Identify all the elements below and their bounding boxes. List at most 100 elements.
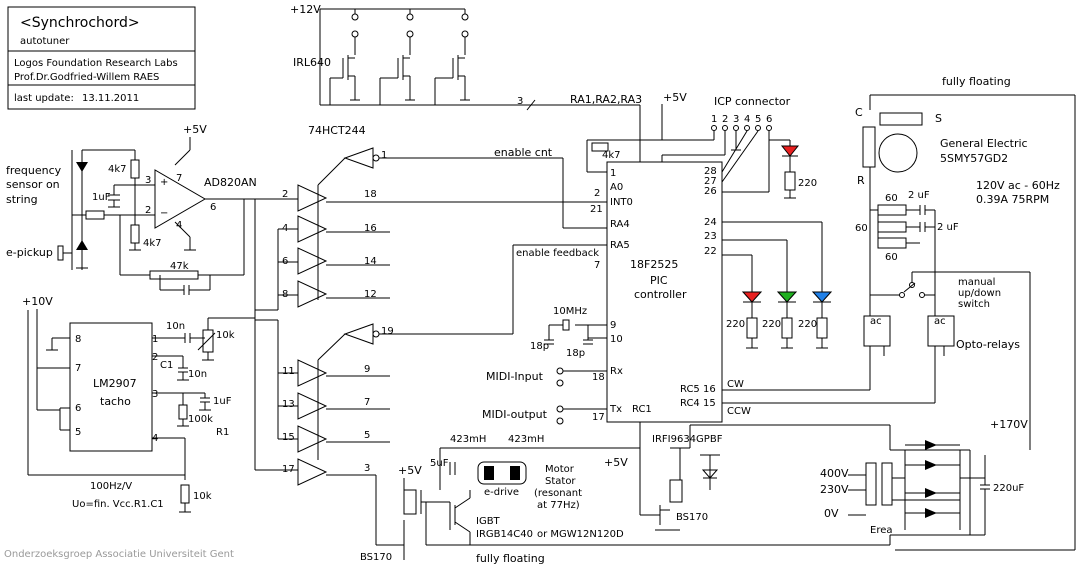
motor-stator-label: Stator <box>545 476 576 487</box>
bs170-b-label: BS170 <box>676 512 708 523</box>
pic-sub1: PIC <box>650 274 668 287</box>
ac1-label: ac <box>870 316 882 327</box>
connector-terminal <box>351 30 359 38</box>
pic-pin: 7 <box>594 260 600 271</box>
pic-pin: 28 <box>704 166 717 177</box>
icp-pin: 6 <box>766 114 772 125</box>
lm-pin: 1 <box>152 334 158 345</box>
pic-pin: 9 <box>610 320 616 331</box>
igbt-label-1: IGBT <box>476 516 501 527</box>
v0-label: 0V <box>824 507 839 520</box>
tacho-label: tacho <box>100 395 131 408</box>
buffer-pin: 12 <box>364 289 377 300</box>
c-label: C <box>855 106 863 119</box>
hct244-label: 74HCT244 <box>308 124 366 137</box>
r47k-label: 47k <box>170 261 189 272</box>
pic-pin: 21 <box>590 204 603 215</box>
pickup-coil-icon <box>57 245 64 261</box>
pic-pin: RC1 <box>632 404 652 415</box>
buffer-pin: 11 <box>282 366 295 377</box>
led-green-icon <box>776 291 798 303</box>
r220-led: 220 <box>726 319 745 330</box>
midi-in-label: MIDI-Input <box>486 370 544 383</box>
led-blue-icon <box>811 291 833 303</box>
pic-pin: A0 <box>610 182 623 193</box>
r220-led: 220 <box>798 319 817 330</box>
hct244-buffers: 74HCT244 1 enable cnt 2 4 6 8 18 16 14 1… <box>254 124 607 486</box>
pic-pin: 23 <box>704 231 717 242</box>
opamp-pin: 3 <box>145 175 151 186</box>
midi-section: MIDI-Input MIDI-output <box>482 367 607 425</box>
motor-stator-label: at 77Hz) <box>537 500 580 511</box>
c1-label: C1 <box>160 360 173 371</box>
r60-c-label: 60 <box>885 252 898 263</box>
connector-terminal <box>461 13 469 21</box>
manual-switch-label: switch <box>958 299 990 310</box>
v400-label: 400V <box>820 467 849 480</box>
bus-count-label: 3 <box>517 96 523 107</box>
buffer-pin: 15 <box>282 432 295 443</box>
lm2907-label: LM2907 <box>93 377 137 390</box>
pic-controller: 18F2525 PIC controller 1 A0 2 INT0 21 RA… <box>590 161 723 423</box>
pic-pin: 1 <box>610 168 616 179</box>
v230-label: 230V <box>820 483 849 496</box>
ac2-label: ac <box>934 316 946 327</box>
icp-connector: +5V ICP connector 1 2 3 4 5 6 4k7 <box>586 91 817 199</box>
icp-connector-label: ICP connector <box>714 95 791 108</box>
drive-coil-icon <box>477 461 527 485</box>
motor-winding-r-icon <box>862 126 876 168</box>
c18p-b-label: 18p <box>566 348 585 359</box>
title-block: <Synchrochord> autotuner Logos Foundatio… <box>7 6 196 110</box>
c10n-a-label: 10n <box>166 321 185 332</box>
lab-text: Logos Foundation Research Labs <box>14 58 178 69</box>
icp-pin: 2 <box>722 114 728 125</box>
motor-section: fully floating C S R General Electric 5S… <box>722 75 1076 550</box>
pic-pin: 18 <box>592 372 605 383</box>
connector-terminal <box>406 13 414 21</box>
author-text: Prof.Dr.Godfried-Willem RAES <box>14 72 159 83</box>
motor-icon <box>878 133 918 173</box>
icp-pin: 1 <box>711 114 717 125</box>
lm-pin: 6 <box>75 403 81 414</box>
r220-led: 220 <box>762 319 781 330</box>
pic-pin: 24 <box>704 217 717 228</box>
icp-pin: 3 <box>733 114 739 125</box>
opto-relay-icon <box>863 315 891 347</box>
opto-relay-icon <box>927 315 955 347</box>
v10-label: +10V <box>22 295 53 308</box>
pic-name: 18F2525 <box>630 258 678 271</box>
r60-b-label: 60 <box>855 223 868 234</box>
pot-icon <box>202 329 214 353</box>
transformer-secondary-icon <box>881 462 893 506</box>
freq-sensor-label: frequency <box>6 164 62 177</box>
pic-pin: 10 <box>610 334 623 345</box>
buffer-pin: 13 <box>282 399 295 410</box>
irl640-section: +12V <box>290 3 642 162</box>
c1uf-label: 1uF <box>92 192 111 203</box>
r100k-label: 100k <box>188 414 213 425</box>
igbt-label-2: IRGB14C40 <box>476 529 533 540</box>
fully-floating-top: fully floating <box>942 75 1011 88</box>
v5-bs-label: +5V <box>398 464 422 477</box>
transformer-primary-icon <box>865 462 877 506</box>
pic-pin: INT0 <box>610 197 633 208</box>
pic-pin: RC5 16 <box>680 384 716 395</box>
led-red-icon <box>741 291 763 303</box>
cap2u-b-label: 2 uF <box>937 222 959 233</box>
bs170-a-label: BS170 <box>360 552 392 563</box>
buffer-pin: 2 <box>282 189 288 200</box>
ad820-label: AD820AN <box>204 176 257 189</box>
opamp-icon <box>154 169 206 229</box>
icp-pin: 5 <box>755 114 761 125</box>
subtitle-text: autotuner <box>20 36 70 47</box>
pic-pin: 2 <box>594 188 600 199</box>
cap2u-a-label: 2 uF <box>908 190 930 201</box>
enable-feedback-label: enable feedback <box>516 248 599 259</box>
opamp-pin: 7 <box>176 173 182 184</box>
buffer-pin: 9 <box>364 364 370 375</box>
motor-spec-2: 0.39A 75RPM <box>976 193 1049 206</box>
update-label: last update: <box>14 93 74 104</box>
c220u-label: 220uF <box>993 483 1024 494</box>
lm-pin: 2 <box>152 352 158 363</box>
freq-sensor-label: string <box>6 193 38 206</box>
